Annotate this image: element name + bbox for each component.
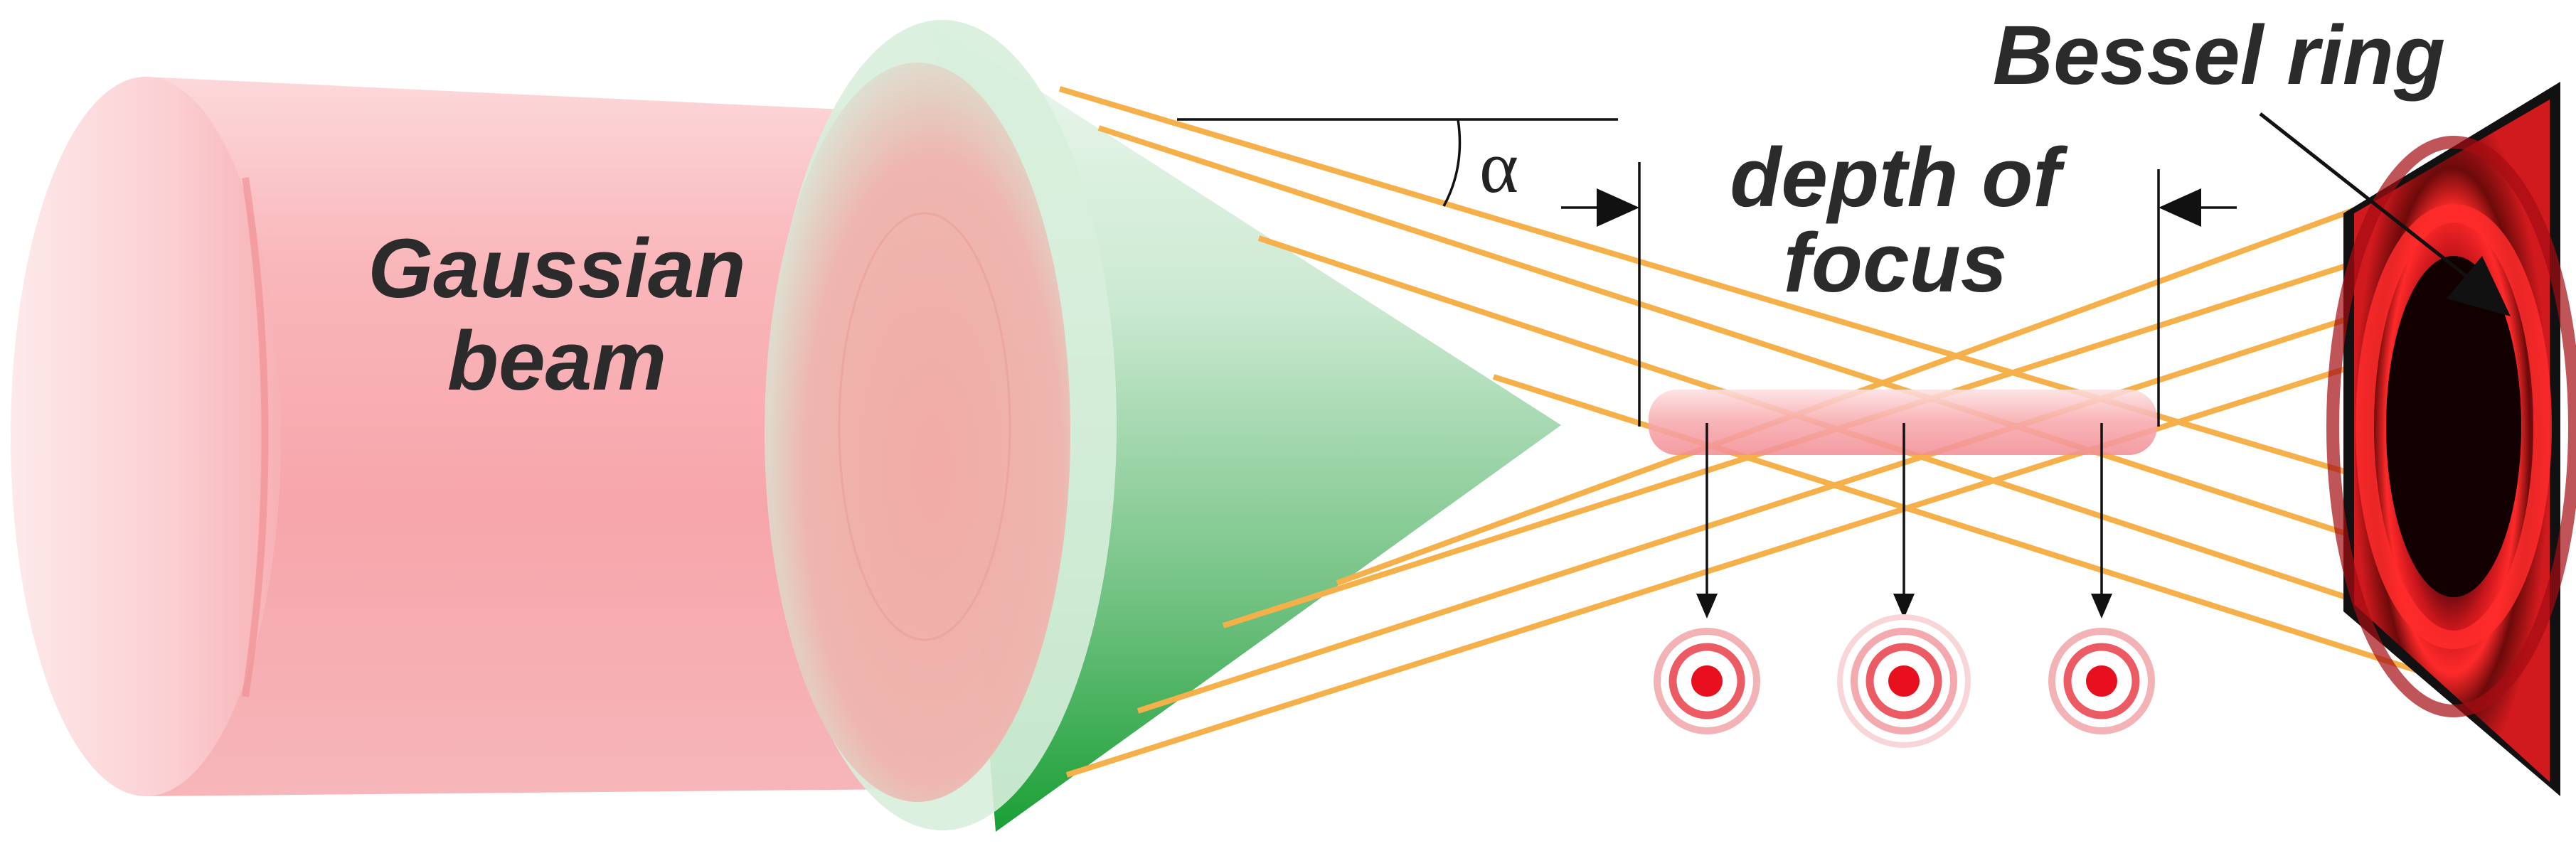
gaussian-beam-label-line2: beam	[447, 314, 666, 408]
spot-arrows	[1696, 423, 2112, 619]
gaussian-beam-label-line1: Gaussian	[368, 222, 745, 316]
depth-of-focus-label-line2: focus	[1784, 216, 2008, 310]
focus-spot-icon	[1654, 628, 1760, 734]
gaussian-beam-cylinder	[11, 77, 903, 796]
axicon-lens	[765, 20, 1561, 832]
bessel-ring-screen-icon	[2326, 82, 2576, 796]
alpha-angle-indicator: α	[1177, 118, 1618, 208]
focus-spot-icon	[1837, 614, 1971, 748]
focus-spot-icon	[2048, 628, 2155, 734]
bessel-ring-pointer	[2259, 112, 2511, 316]
bessel-ring-label: Bessel ring	[1993, 9, 2445, 102]
alpha-label: α	[1479, 125, 1518, 208]
depth-of-focus-label-line1: depth of	[1730, 131, 2068, 225]
depth-of-focus-dimension	[1561, 162, 2237, 427]
focus-region-rod	[1649, 390, 2157, 455]
